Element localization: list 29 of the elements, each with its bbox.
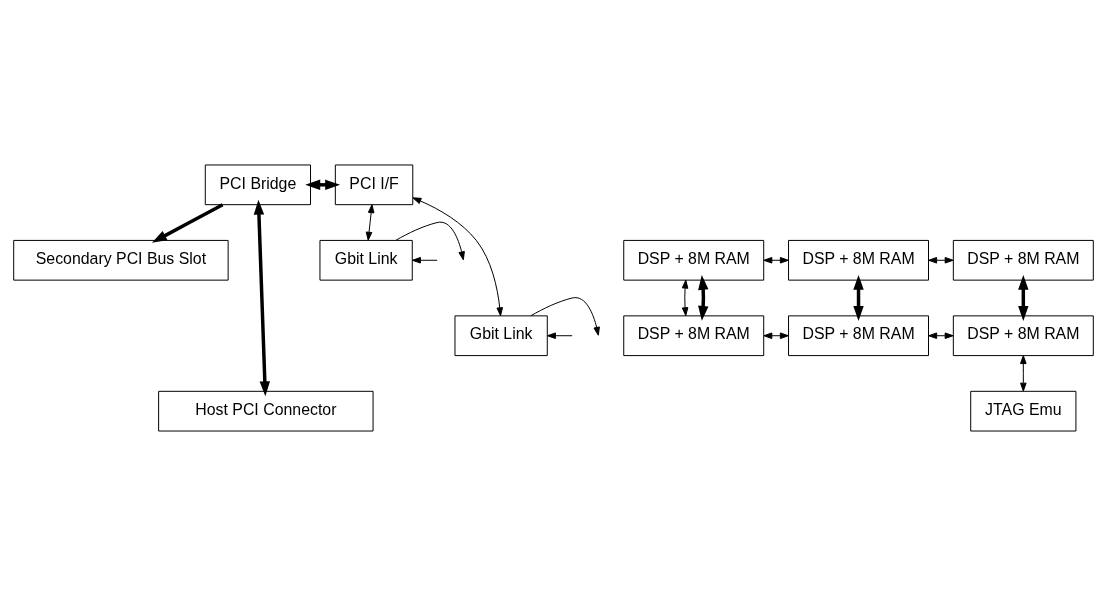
node-box: PCI Bridge — [204, 164, 311, 206]
node-box: Host PCI Connector — [158, 390, 374, 432]
node-box: DSP + 8M RAM — [788, 239, 929, 281]
arrow — [305, 179, 341, 191]
node-box: DSP + 8M RAM — [623, 239, 765, 281]
node-box: Gbit Link — [454, 315, 548, 357]
arrow — [547, 332, 573, 339]
arrow — [530, 297, 600, 336]
node-box: JTAG Emu — [970, 390, 1077, 432]
arrow — [411, 257, 438, 264]
arrow — [395, 221, 465, 261]
arrow — [763, 257, 789, 264]
node-box: DSP + 8M RAM — [952, 315, 1094, 357]
node-box: DSP + 8M RAM — [952, 239, 1094, 281]
arrow — [365, 204, 375, 241]
node-box: Secondary PCI Bus Slot — [13, 239, 229, 281]
arrow — [1018, 274, 1029, 321]
arrow — [853, 274, 864, 321]
node-box: DSP + 8M RAM — [623, 315, 765, 357]
arrow — [253, 199, 271, 397]
node-box: DSP + 8M RAM — [788, 315, 929, 357]
arrow — [1020, 355, 1027, 392]
arrow — [151, 203, 224, 243]
node-box: Gbit Link — [319, 239, 413, 281]
arrow — [681, 279, 689, 317]
node-box: PCI I/F — [334, 164, 414, 206]
arrow — [412, 197, 504, 317]
arrow — [763, 332, 789, 339]
arrow — [698, 274, 709, 321]
